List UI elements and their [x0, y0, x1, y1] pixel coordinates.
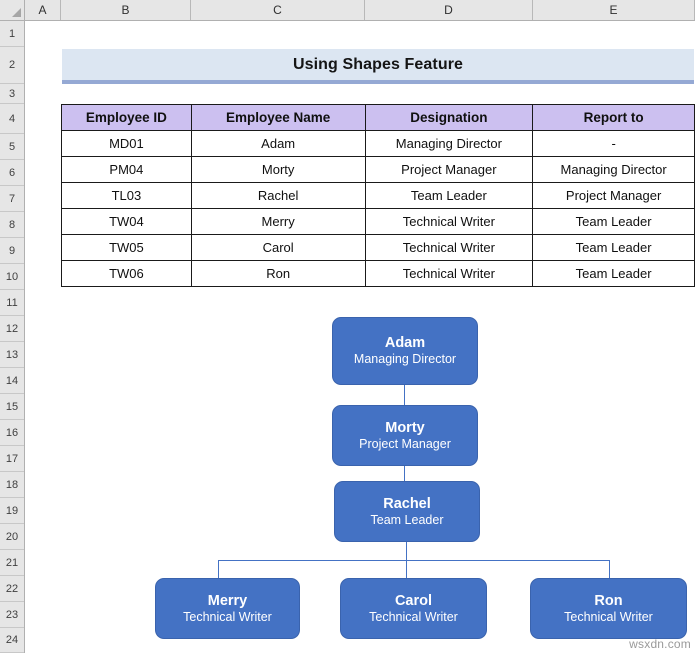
- watermark: wsxdn.com: [629, 637, 691, 651]
- org-node-name: Carol: [394, 592, 433, 609]
- row-header-10[interactable]: 10: [0, 264, 24, 290]
- org-node-carol[interactable]: Carol Technical Writer: [340, 578, 487, 639]
- org-node-merry[interactable]: Merry Technical Writer: [155, 578, 300, 639]
- column-header-employee-id[interactable]: Employee ID: [61, 104, 192, 131]
- row-header-23[interactable]: 23: [0, 602, 24, 628]
- row-header-7[interactable]: 7: [0, 186, 24, 212]
- connector-bus-to-ron: [609, 560, 610, 579]
- table-row: MD01 Adam Managing Director -: [61, 130, 695, 157]
- org-node-role: Technical Writer: [369, 609, 458, 624]
- row-header-6[interactable]: 6: [0, 160, 24, 186]
- row-header-8[interactable]: 8: [0, 212, 24, 238]
- row-header-2[interactable]: 2: [0, 47, 24, 84]
- org-node-adam[interactable]: Adam Managing Director: [332, 317, 478, 385]
- org-node-name: Merry: [207, 592, 248, 609]
- employee-table: Employee ID Employee Name Designation Re…: [61, 104, 695, 287]
- table-row: PM04 Morty Project Manager Managing Dire…: [61, 156, 695, 183]
- cell-report-to[interactable]: Team Leader: [532, 208, 695, 235]
- row-header-4[interactable]: 4: [0, 104, 24, 134]
- cell-designation[interactable]: Managing Director: [364, 130, 534, 157]
- row-header-15[interactable]: 15: [0, 394, 24, 420]
- row-header-12[interactable]: 12: [0, 316, 24, 342]
- org-node-role: Team Leader: [370, 512, 444, 527]
- select-all-triangle-icon: [12, 8, 21, 17]
- org-node-role: Technical Writer: [564, 609, 653, 624]
- cell-employee-id[interactable]: TW04: [61, 208, 192, 235]
- connector-morty-to-rachel: [404, 465, 405, 481]
- org-node-ron[interactable]: Ron Technical Writer: [530, 578, 687, 639]
- connector-horizontal-bus: [218, 560, 610, 561]
- column-header-c[interactable]: C: [191, 0, 365, 20]
- cell-employee-id[interactable]: MD01: [61, 130, 192, 157]
- row-header-21[interactable]: 21: [0, 550, 24, 576]
- cell-employee-name[interactable]: Rachel: [190, 182, 366, 209]
- cell-employee-name[interactable]: Ron: [190, 260, 366, 287]
- row-header-24[interactable]: 24: [0, 628, 24, 653]
- row-header-22[interactable]: 22: [0, 576, 24, 602]
- column-header-d[interactable]: D: [365, 0, 533, 20]
- cell-designation[interactable]: Technical Writer: [364, 260, 534, 287]
- org-node-role: Project Manager: [359, 436, 451, 451]
- cell-designation[interactable]: Team Leader: [364, 182, 534, 209]
- cell-employee-name[interactable]: Carol: [190, 234, 366, 261]
- connector-adam-to-morty: [404, 385, 405, 406]
- org-node-name: Rachel: [383, 495, 431, 512]
- org-node-rachel[interactable]: Rachel Team Leader: [334, 481, 480, 542]
- cell-report-to[interactable]: Project Manager: [532, 182, 695, 209]
- column-header-designation[interactable]: Designation: [364, 104, 534, 131]
- cell-report-to[interactable]: Team Leader: [532, 260, 695, 287]
- page-title: Using Shapes Feature: [292, 55, 464, 73]
- table-row: TW04 Merry Technical Writer Team Leader: [61, 208, 695, 235]
- org-node-name: Ron: [594, 592, 623, 609]
- row-header-9[interactable]: 9: [0, 238, 24, 264]
- row-header-18[interactable]: 18: [0, 472, 24, 498]
- cell-designation[interactable]: Technical Writer: [364, 234, 534, 261]
- row-header-5[interactable]: 5: [0, 134, 24, 160]
- column-header-a[interactable]: A: [25, 0, 61, 20]
- row-header-16[interactable]: 16: [0, 420, 24, 446]
- column-header-strip: A B C D E: [25, 0, 695, 21]
- cell-employee-id[interactable]: TW05: [61, 234, 192, 261]
- row-header-11[interactable]: 11: [0, 290, 24, 316]
- row-header-17[interactable]: 17: [0, 446, 24, 472]
- row-header-strip: 1 2 3 4 5 6 7 8 9 10 11 12 13 14 15 16 1…: [0, 21, 25, 653]
- table-header-row: Employee ID Employee Name Designation Re…: [61, 104, 695, 131]
- sheet-title-banner[interactable]: Using Shapes Feature: [62, 49, 694, 84]
- cell-employee-name[interactable]: Merry: [190, 208, 366, 235]
- cell-employee-name[interactable]: Morty: [190, 156, 366, 183]
- cell-report-to[interactable]: Team Leader: [532, 234, 695, 261]
- org-node-name: Adam: [384, 335, 426, 352]
- column-header-e[interactable]: E: [533, 0, 695, 20]
- connector-bus-to-merry: [218, 560, 219, 579]
- row-header-1[interactable]: 1: [0, 21, 24, 47]
- org-node-name: Morty: [385, 419, 425, 436]
- org-node-role: Managing Director: [353, 352, 457, 367]
- select-all-corner[interactable]: [0, 0, 25, 21]
- column-header-employee-name[interactable]: Employee Name: [190, 104, 366, 131]
- cell-employee-id[interactable]: TW06: [61, 260, 192, 287]
- table-row: TW06 Ron Technical Writer Team Leader: [61, 260, 695, 287]
- org-node-role: Technical Writer: [183, 609, 272, 624]
- column-header-b[interactable]: B: [61, 0, 191, 20]
- row-header-19[interactable]: 19: [0, 498, 24, 524]
- table-row: TW05 Carol Technical Writer Team Leader: [61, 234, 695, 261]
- table-row: TL03 Rachel Team Leader Project Manager: [61, 182, 695, 209]
- cell-report-to[interactable]: -: [532, 130, 695, 157]
- cell-employee-id[interactable]: PM04: [61, 156, 192, 183]
- cell-designation[interactable]: Project Manager: [364, 156, 534, 183]
- row-header-14[interactable]: 14: [0, 368, 24, 394]
- row-header-3[interactable]: 3: [0, 84, 24, 104]
- cell-employee-name[interactable]: Adam: [190, 130, 366, 157]
- cell-report-to[interactable]: Managing Director: [532, 156, 695, 183]
- org-node-morty[interactable]: Morty Project Manager: [332, 405, 478, 466]
- row-header-13[interactable]: 13: [0, 342, 24, 368]
- row-header-20[interactable]: 20: [0, 524, 24, 550]
- cell-employee-id[interactable]: TL03: [61, 182, 192, 209]
- cell-designation[interactable]: Technical Writer: [364, 208, 534, 235]
- column-header-report-to[interactable]: Report to: [532, 104, 695, 131]
